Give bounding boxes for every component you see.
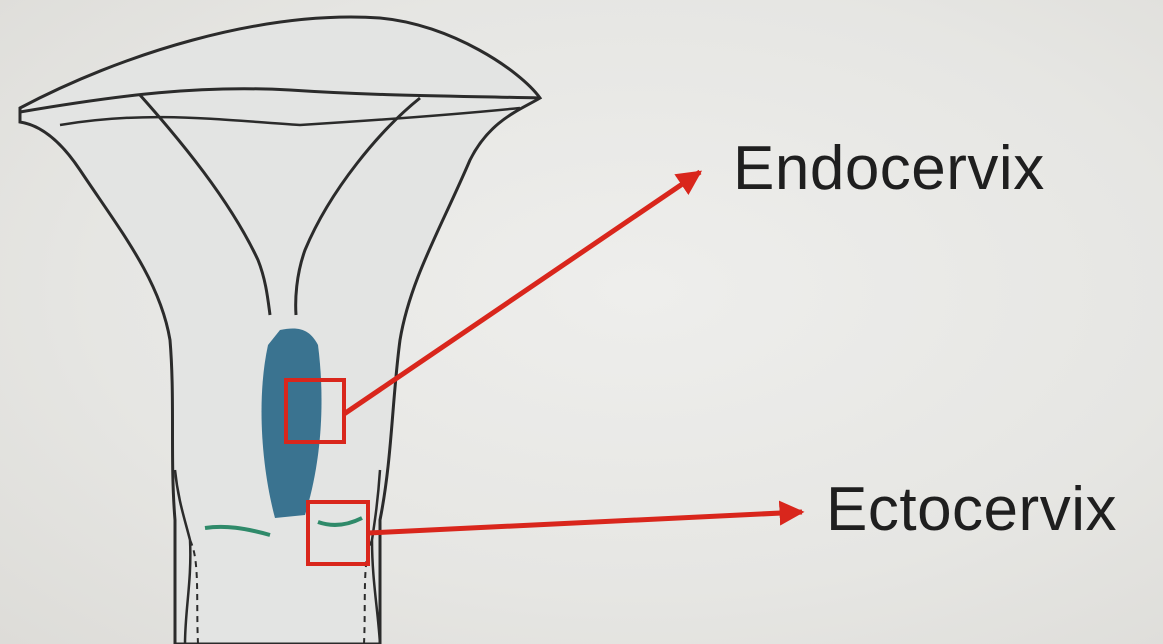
arrow-right-icon: [368, 512, 802, 533]
endocervix-label: Endocervix: [733, 138, 1045, 200]
ectocervix-label: Ectocervix: [826, 479, 1117, 541]
